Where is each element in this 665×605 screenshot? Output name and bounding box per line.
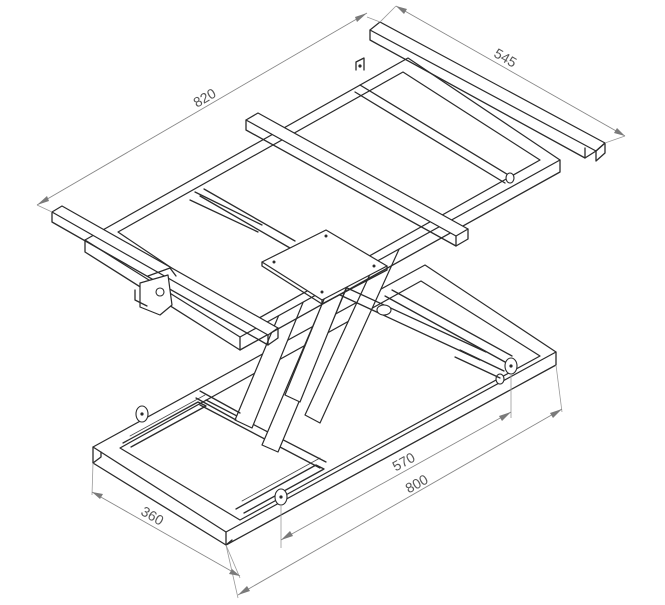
dim-label-360: 360 bbox=[138, 503, 166, 529]
base-bolt-hole bbox=[495, 373, 505, 385]
center-pivot-pin bbox=[376, 304, 392, 316]
top-bolt-hole bbox=[505, 172, 515, 184]
dim-label-570: 570 bbox=[389, 449, 417, 474]
dim-label-545: 545 bbox=[491, 45, 519, 71]
actuator-bracket bbox=[134, 267, 177, 316]
center-mount-plate bbox=[261, 229, 388, 305]
dim-label-820: 820 bbox=[190, 85, 218, 111]
dim-label-800: 800 bbox=[402, 471, 430, 496]
